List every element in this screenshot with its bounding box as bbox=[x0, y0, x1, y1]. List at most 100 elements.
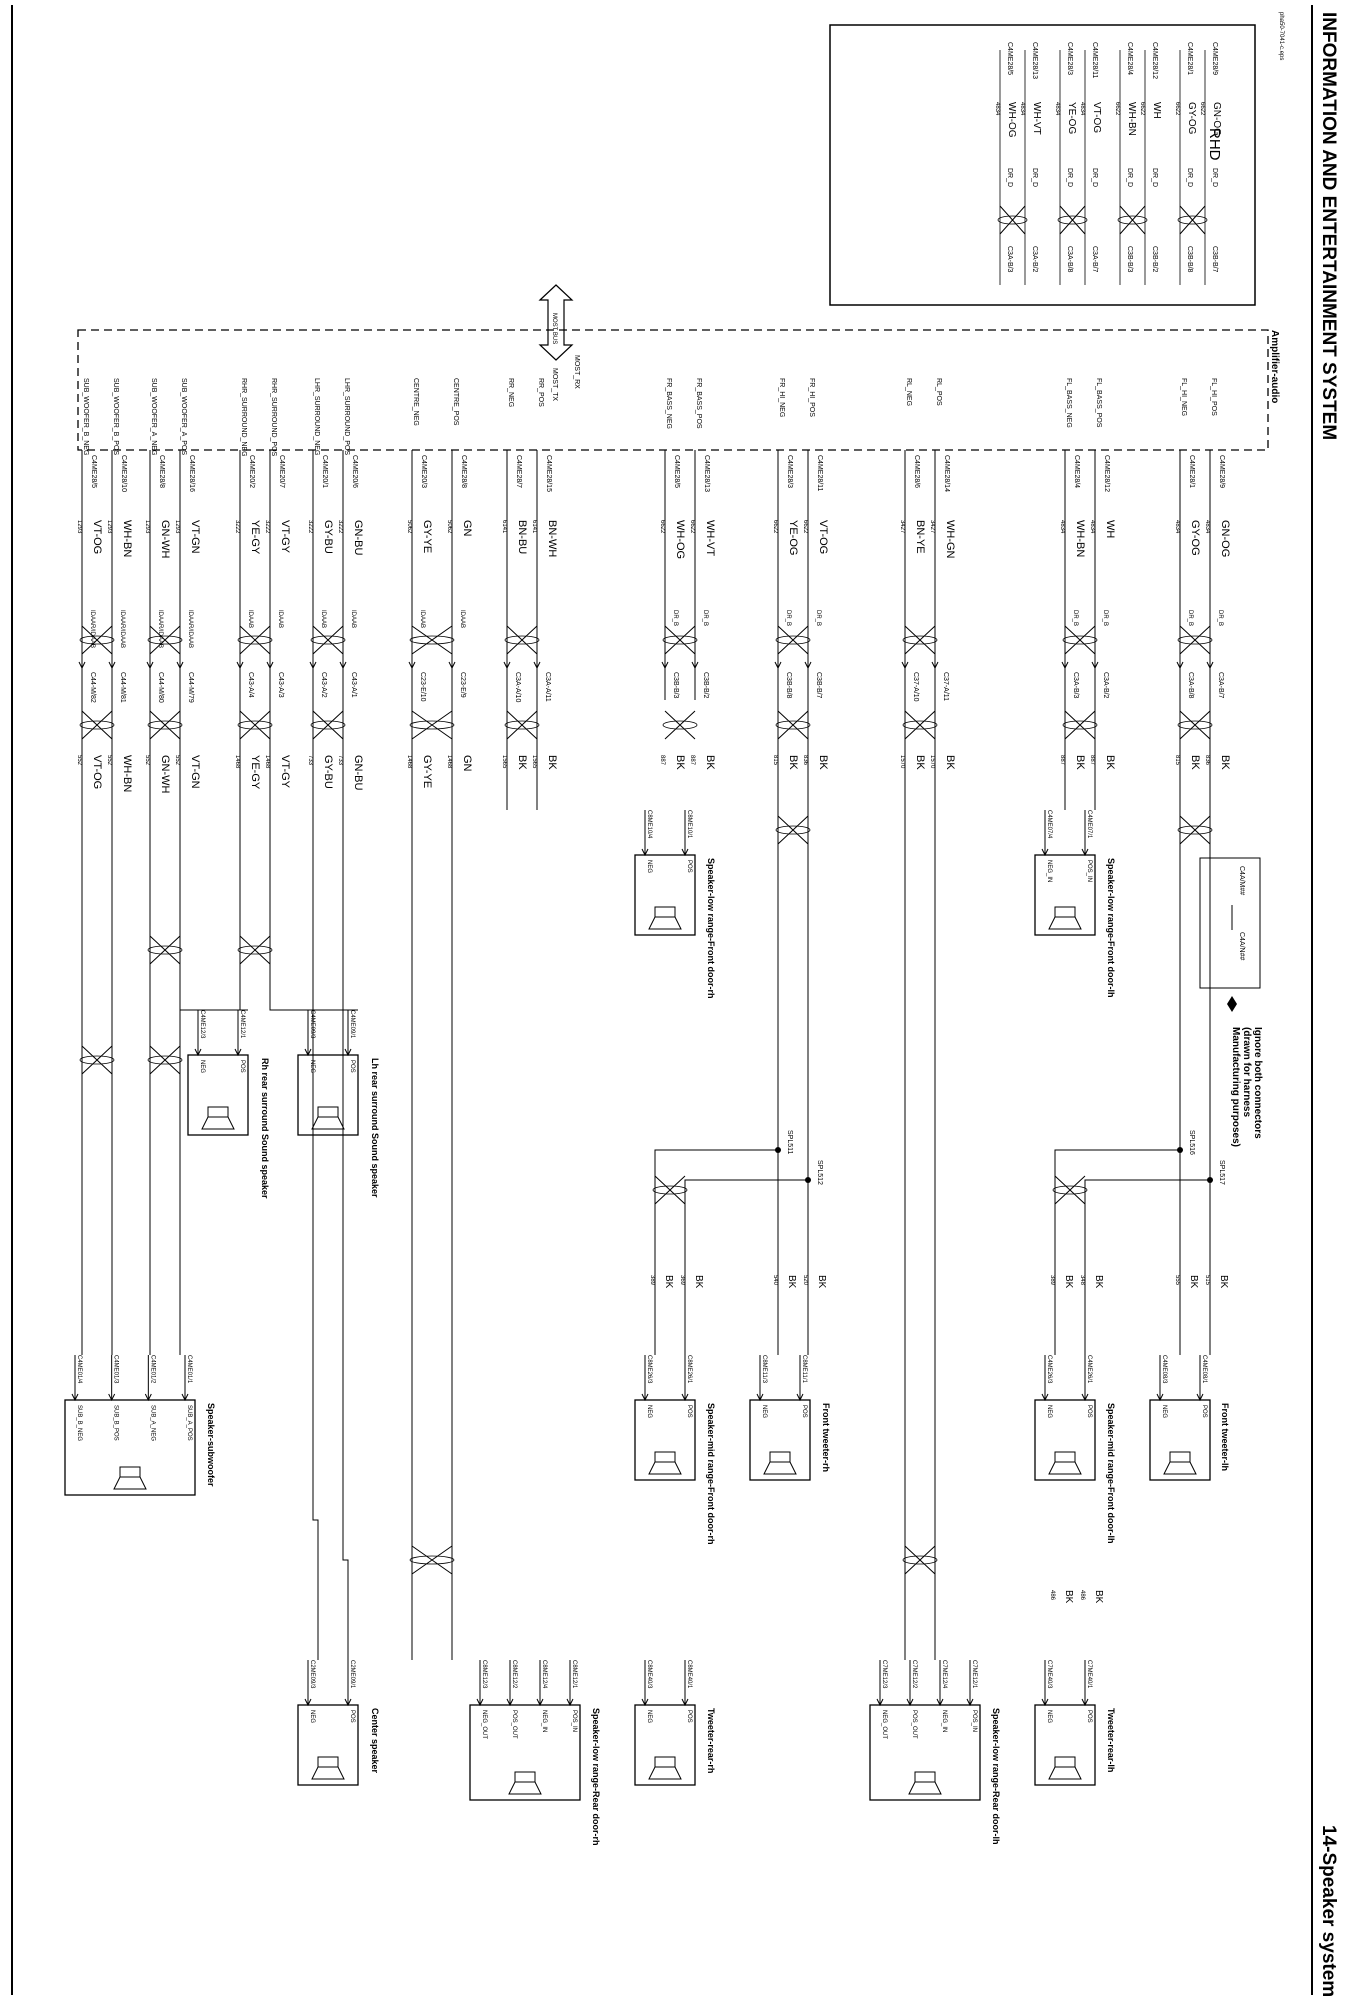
twisted-pair-icon bbox=[652, 1175, 688, 1205]
speaker-component: Rh rear surround Sound speakerPOSC4ME12/… bbox=[187, 1010, 270, 1199]
wire-type-label: DR_B bbox=[815, 610, 821, 626]
amp-pin-label: FR_BASS_NEG bbox=[665, 378, 672, 429]
most-bus-label: MOST BUS bbox=[551, 313, 557, 344]
amp-pin-label: SUB_WOOFER_A_NEG bbox=[150, 378, 157, 455]
amp-connector-label: C4ME28/16 bbox=[188, 455, 195, 492]
wire-color-label: WH-BN bbox=[1074, 520, 1086, 557]
circuit-label: 3222 bbox=[337, 520, 343, 534]
circuit-label-2: 733 bbox=[307, 755, 313, 766]
signal-wire: SUB_WOOFER_B_POSC4ME28/10WH-BN1293IDAAR/… bbox=[106, 378, 133, 792]
speaker-icon bbox=[1048, 906, 1082, 930]
inline-connector-label: C3B-B/2 bbox=[702, 672, 709, 699]
wire-color-label: GY-BU bbox=[322, 520, 334, 554]
speaker-icon bbox=[908, 1771, 942, 1795]
circuit-label: 486 bbox=[1079, 1590, 1085, 1601]
rhd-twist bbox=[1117, 205, 1148, 235]
rhd-wire-type: DR_D bbox=[1091, 168, 1098, 187]
wire-color-label-2: BK bbox=[787, 755, 799, 770]
speaker-icon bbox=[648, 1756, 682, 1780]
component-pin-label: NEG_OUT bbox=[881, 1710, 887, 1739]
connector-arrow-icon bbox=[901, 661, 909, 670]
speaker-component: Speaker-low range-Front door-lhPOS_INC4M… bbox=[1034, 810, 1116, 998]
circuit-label: 555 bbox=[1174, 1275, 1180, 1286]
wire-color-label: WH-BN bbox=[121, 520, 133, 557]
wire-type-label: DR_B bbox=[1102, 610, 1108, 626]
connector-arrow-icon bbox=[304, 1698, 312, 1707]
twisted-pair-icon bbox=[237, 935, 273, 965]
wire-color-label-2: GY-YE bbox=[421, 755, 433, 788]
circuit-label: 5062 bbox=[446, 520, 452, 534]
rhd-connector-label: C4ME28/11 bbox=[1091, 42, 1098, 79]
rhd-circuit: 4834 bbox=[1054, 102, 1060, 116]
component-connector-label: C4ME26/1 bbox=[1086, 1355, 1092, 1384]
wire-color-label-2: BK bbox=[1104, 755, 1116, 770]
inline-connector-label: C44-M/80 bbox=[157, 672, 164, 703]
wire-color-label: VT-GN bbox=[189, 520, 201, 554]
component-connector-label: C4ME01/4 bbox=[76, 1355, 82, 1384]
amp-connector-label: C4ME28/6 bbox=[913, 455, 920, 488]
connector-arrow-icon bbox=[641, 1698, 649, 1707]
amp-connector-label: C4ME28/10 bbox=[120, 455, 127, 492]
component-pin-label: NEG bbox=[1161, 1405, 1167, 1418]
wire-type-label: DR_B bbox=[1072, 610, 1078, 626]
amp-connector-label: C4ME28/15 bbox=[545, 455, 552, 492]
amp-connector-label: C4ME28/13 bbox=[703, 455, 710, 492]
connector-arrow-icon bbox=[78, 661, 86, 670]
inline-connector-label: C43-A/2 bbox=[320, 672, 327, 698]
circuit-label-2: 733 bbox=[337, 755, 343, 766]
inline-connector-label: C3A-B/8 bbox=[1187, 672, 1194, 699]
connector-arrow-icon bbox=[1041, 1393, 1049, 1402]
rhd-wire-color: WH-BN bbox=[1126, 102, 1137, 136]
component-pin-label: POS bbox=[1086, 1405, 1092, 1418]
wire-color-label-2: BK bbox=[914, 755, 926, 770]
twisted-pair-icon bbox=[310, 710, 346, 740]
circuit-label: 515 bbox=[1204, 1275, 1210, 1286]
rhd-twist bbox=[997, 205, 1028, 235]
component-connector-label: C4ME07/1 bbox=[1086, 810, 1092, 839]
rhd-connector-label: C4ME28/12 bbox=[1151, 42, 1158, 79]
wire-type-label: DR_B bbox=[702, 610, 708, 626]
rhd-wire-color: YE-OG bbox=[1066, 102, 1077, 134]
twisted-pair-icon bbox=[1177, 625, 1213, 655]
speaker-icon bbox=[1048, 1451, 1082, 1475]
connector-arrow-icon bbox=[681, 1393, 689, 1402]
wire-color-label-2: YE-GY bbox=[249, 755, 261, 790]
wire-color-label: BN-BU bbox=[516, 520, 528, 554]
component-connector-label: C8ME40/3 bbox=[646, 1660, 652, 1689]
component-name: Center speaker bbox=[370, 1708, 380, 1774]
inline-connector-label: C3A-A/11 bbox=[544, 672, 551, 702]
connector-arrow-icon bbox=[906, 1698, 914, 1707]
component-connector-label: C8ME11/1 bbox=[801, 1355, 807, 1384]
wire-color-label: BN-WH bbox=[546, 520, 558, 557]
amp-pin-label: RL_POS bbox=[935, 378, 942, 406]
component-connector-label: C8ME10/4 bbox=[646, 810, 652, 839]
circuit-label-2: 552 bbox=[174, 755, 180, 766]
connector-arrow-icon bbox=[176, 661, 184, 670]
splice-label: SPL511 bbox=[786, 1130, 793, 1154]
speaker-icon bbox=[113, 1466, 147, 1490]
wire-color-label: VT-OG bbox=[817, 520, 829, 554]
connector-arrow-icon bbox=[691, 661, 699, 670]
rhd-connector-label: C4ME28/9 bbox=[1211, 42, 1218, 75]
wire-color-label: VT-GY bbox=[279, 520, 291, 554]
circuit-label: 6141 bbox=[501, 520, 507, 534]
wire-type-label: IDAAB bbox=[419, 610, 425, 628]
component-connector-label: C8ME10/1 bbox=[686, 810, 692, 839]
wire-color-label-2: VT-GN bbox=[189, 755, 201, 789]
inline-connector-label: C3B-B/3 bbox=[672, 672, 679, 699]
rhd-wire-type: DR_D bbox=[1126, 168, 1133, 187]
signal-wire: FR_BASS_POSC4ME28/13WH-VT6622DR_BC3B-B/2… bbox=[689, 378, 716, 770]
rhd-end-connector: C3B-B/3 bbox=[1126, 246, 1133, 273]
legend-right-connector: C4A/N## bbox=[1238, 932, 1245, 961]
inline-connector-label: C43-A/3 bbox=[277, 672, 284, 698]
wire-color-label-2: GN-BU bbox=[352, 755, 364, 791]
rhd-circuit: 6622 bbox=[1139, 102, 1145, 116]
rhd-circuit: 4834 bbox=[1079, 102, 1085, 116]
inline-connector-label: C37-A/10 bbox=[912, 672, 919, 702]
component-connector-label: C7ME12/3 bbox=[881, 1660, 887, 1689]
signal-wire: SUB_WOOFER_A_POSC4ME28/16VT-GN1293IDAAR/… bbox=[174, 378, 201, 789]
amp-pin-label: SUB_WOOFER_A_POS bbox=[180, 378, 187, 455]
wire-color-label: BK bbox=[1063, 1275, 1074, 1289]
circuit-label: 6622 bbox=[802, 520, 808, 534]
